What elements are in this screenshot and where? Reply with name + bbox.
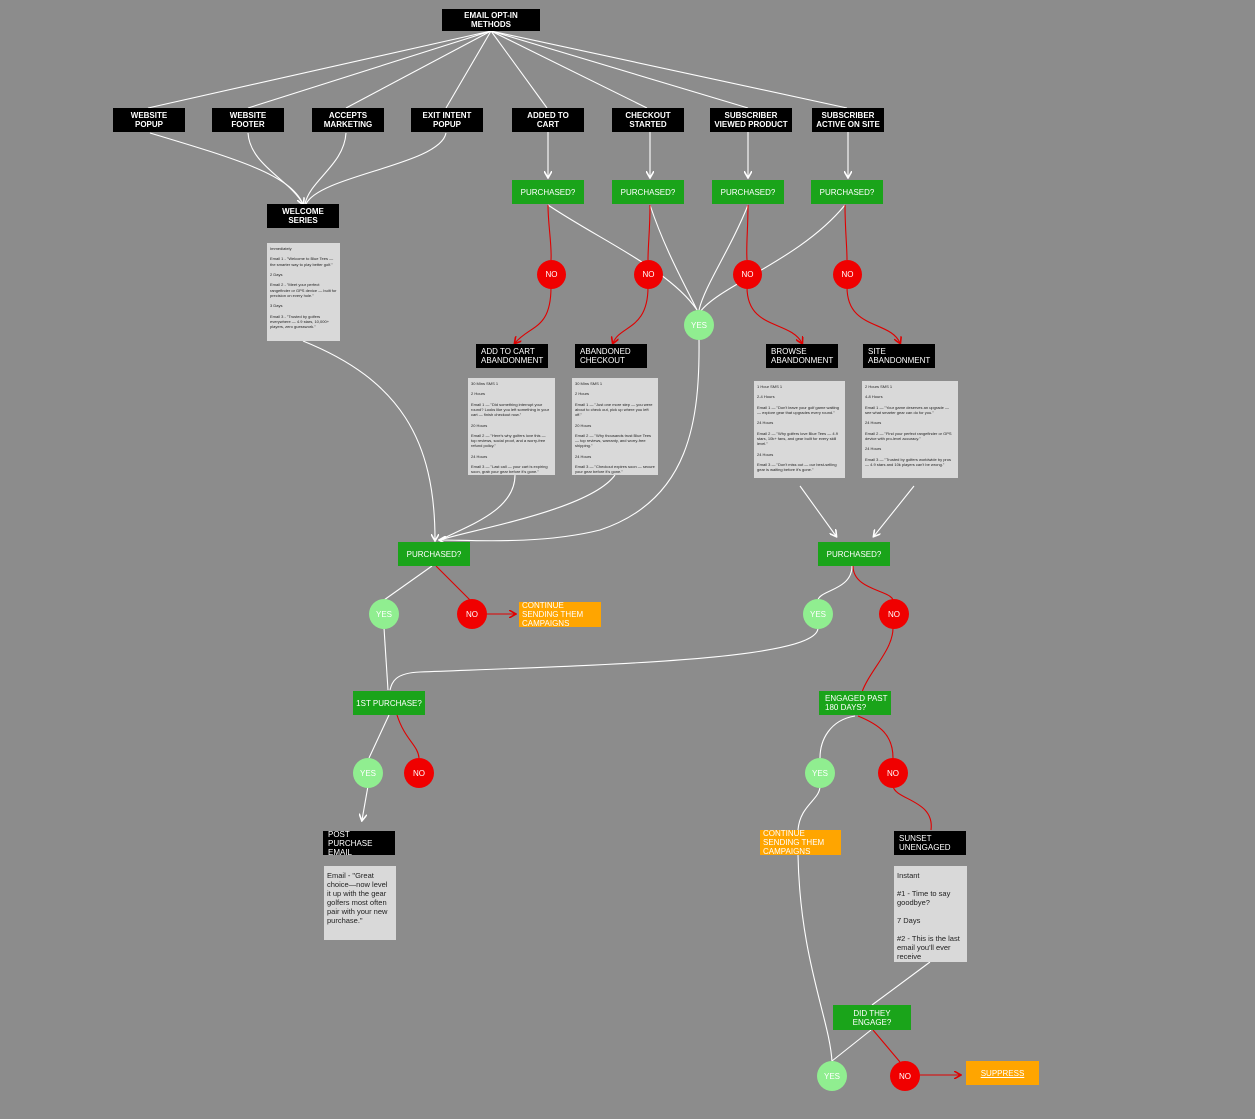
answer-yes-engaged[interactable]: YES: [805, 758, 835, 788]
decision-purchased-checkout[interactable]: PURCHASED?: [612, 180, 684, 204]
answer-no-right[interactable]: NO: [879, 599, 909, 629]
decision-purchased-active[interactable]: PURCHASED?: [811, 180, 883, 204]
decision-purchased-atc[interactable]: PURCHASED?: [512, 180, 584, 204]
suppress-label: SUPPRESS: [980, 1068, 1025, 1078]
answer-no-first-purchase[interactable]: NO: [404, 758, 434, 788]
decision-engaged-180-days[interactable]: ENGAGED PAST 180 DAYS?: [819, 691, 891, 715]
optin-methods-title: EMAIL OPT-IN METHODS: [442, 9, 540, 31]
answer-yes-left[interactable]: YES: [369, 599, 399, 629]
outcome-continue-campaigns-1: CONTINUE SENDING THEM CAMPAIGNS: [519, 601, 601, 628]
outcome-suppress[interactable]: SUPPRESS: [966, 1061, 1039, 1085]
optin-accepts-marketing[interactable]: ACCEPTS MARKETING: [312, 108, 384, 132]
trigger-subscriber-viewed-product[interactable]: SUBSCRIBER VIEWED PRODUCT: [710, 108, 792, 132]
site-abandonment-note: 2 Hours SMS 1 4-8 Hours Email 1 — "Your …: [862, 381, 958, 478]
welcome-series-note: Immediately Email 1 - "Welcome to Blue T…: [267, 243, 340, 341]
flow-browse-abandonment[interactable]: BROWSE ABANDONMENT: [766, 344, 838, 368]
answer-no-did-engage[interactable]: NO: [890, 1061, 920, 1091]
flow-post-purchase[interactable]: POST PURCHASE Email: [323, 830, 395, 857]
browse-abandonment-note: 1 Hour SMS 1 2-4 Hours Email 1 — "Don't …: [754, 381, 845, 478]
flow-site-abandonment[interactable]: SITE ABANDONMENT: [863, 344, 935, 368]
answer-no-active[interactable]: NO: [833, 260, 862, 289]
answer-no-atc[interactable]: NO: [537, 260, 566, 289]
abandoned-checkout-note: 30 Mins SMS 1 2 Hours Email 1 — "Just on…: [572, 378, 658, 475]
outcome-continue-campaigns-2: CONTINUE SENDING THEM CAMPAIGNS: [760, 829, 841, 856]
add-to-cart-note: 30 Mins SMS 1 2 Hours Email 1 — "Did som…: [468, 378, 555, 475]
answer-yes-purchased[interactable]: YES: [684, 310, 714, 340]
optin-exit-intent-popup[interactable]: EXIT INTENT POPUP: [411, 108, 483, 132]
trigger-added-to-cart[interactable]: ADDED TO CART: [512, 108, 584, 132]
decision-purchased-left[interactable]: PURCHASED?: [398, 542, 470, 566]
answer-yes-first-purchase[interactable]: YES: [353, 758, 383, 788]
decision-purchased-right[interactable]: PURCHASED?: [818, 542, 890, 566]
decision-first-purchase[interactable]: 1ST PURCHASE?: [353, 691, 425, 715]
optin-website-footer[interactable]: WEBSITE FOOTER: [212, 108, 284, 132]
decision-purchased-viewed[interactable]: PURCHASED?: [712, 180, 784, 204]
answer-yes-right[interactable]: YES: [803, 599, 833, 629]
trigger-checkout-started[interactable]: CHECKOUT STARTED: [612, 108, 684, 132]
flow-welcome-series[interactable]: WELCOME SERIES: [267, 204, 339, 228]
answer-yes-did-engage[interactable]: YES: [817, 1061, 847, 1091]
decision-did-they-engage[interactable]: DID THEY ENGAGE?: [833, 1005, 911, 1030]
optin-website-popup[interactable]: WEBSITE POPUP: [113, 108, 185, 132]
answer-no-checkout[interactable]: NO: [634, 260, 663, 289]
flow-sunset-unengaged[interactable]: SUNSET UNENGAGED: [894, 831, 966, 855]
answer-no-engaged[interactable]: NO: [878, 758, 908, 788]
trigger-subscriber-active-on-site[interactable]: SUBSCRIBER ACTIVE ON SITE: [812, 108, 884, 132]
flow-add-to-cart-abandonment[interactable]: ADD TO CART ABANDONMENT: [476, 344, 548, 368]
sunset-unengaged-note: Instant #1 - Time to say goodbye? 7 Days…: [894, 866, 967, 962]
post-purchase-note: Email - "Great choice—now level it up wi…: [324, 866, 396, 940]
flow-abandoned-checkout[interactable]: ABANDONED CHECKOUT: [575, 344, 647, 368]
answer-no-left[interactable]: NO: [457, 599, 487, 629]
answer-no-viewed[interactable]: NO: [733, 260, 762, 289]
